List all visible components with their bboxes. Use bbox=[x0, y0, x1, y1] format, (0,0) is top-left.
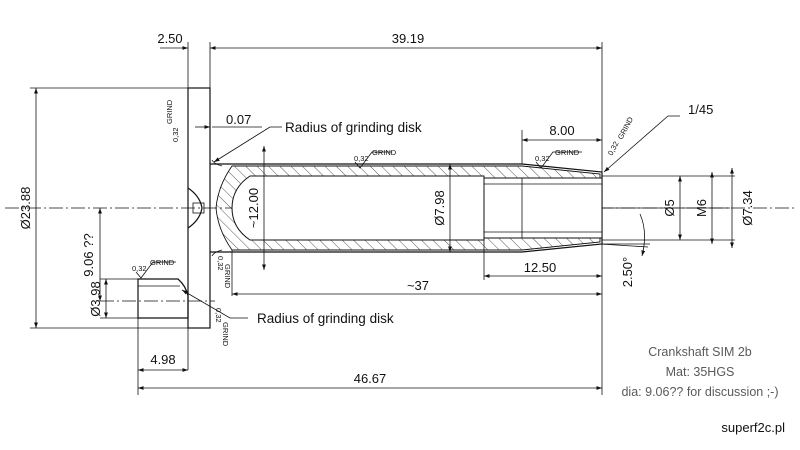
grind-label-boss: GRIND bbox=[150, 258, 175, 267]
dim-bore-depth: ~12.00 bbox=[246, 188, 261, 228]
site-url: superf2c.pl bbox=[721, 420, 785, 435]
dim-pin-length: 39.19 bbox=[392, 31, 425, 46]
lower-boss bbox=[137, 278, 189, 319]
dim-flange-thickness: 2.50 bbox=[157, 31, 182, 46]
material-text: Mat: 35HGS bbox=[666, 365, 735, 379]
dim-offset: 9.06 ?? bbox=[81, 233, 96, 276]
dim-boss-diameter: Ø3.98 bbox=[88, 281, 103, 316]
title-block: Crankshaft SIM 2b Mat: 35HGS dia: 9.06??… bbox=[621, 345, 785, 435]
note-radius-top: Radius of grinding disk bbox=[285, 120, 422, 135]
crankshaft-part bbox=[137, 87, 603, 329]
flange-boss bbox=[187, 187, 203, 229]
flange-web bbox=[187, 87, 211, 329]
dim-gap: 0.07 bbox=[226, 112, 251, 127]
dim-taper-length: 12.50 bbox=[524, 260, 557, 275]
grind-label-chamfer: GRIND bbox=[616, 115, 636, 141]
title-text: Crankshaft SIM 2b bbox=[648, 345, 752, 359]
extension-lines bbox=[30, 42, 735, 395]
grind-label-boss-face: GRIND bbox=[221, 322, 230, 347]
roughness-value-top: 0,32 bbox=[354, 154, 369, 163]
roughness-symbols bbox=[135, 151, 582, 279]
dim-chamfer: 1/45 bbox=[688, 102, 713, 117]
leader-lines bbox=[181, 115, 680, 319]
roughness-symbol-thread bbox=[535, 151, 582, 169]
grind-radius-top bbox=[211, 159, 223, 167]
grind-label-top: GRIND bbox=[372, 148, 397, 157]
roughness-value-boss: 0,32 bbox=[132, 264, 147, 273]
notes: Radius of grinding disk Radius of grindi… bbox=[132, 99, 635, 347]
dim-thread-m6: M6 bbox=[694, 199, 709, 217]
roughness-value-chamfer: 0,32 bbox=[606, 140, 621, 157]
flange-pin-stub bbox=[192, 202, 205, 214]
dim-end-diameter: Ø7.34 bbox=[740, 190, 755, 225]
note-radius-bottom: Radius of grinding disk bbox=[257, 311, 394, 326]
center-lines bbox=[5, 207, 795, 302]
dim-bore-length: ~37 bbox=[407, 278, 429, 293]
inner-bore bbox=[231, 175, 485, 241]
grind-label-flange: GRIND bbox=[165, 99, 174, 124]
roughness-symbol-top bbox=[354, 151, 392, 169]
grind-label-flange-face: GRIND bbox=[223, 264, 232, 289]
roughness-value-flange-face: 0,32 bbox=[216, 256, 225, 271]
dim-total-length: 46.67 bbox=[354, 371, 387, 386]
grind-radius-bottom bbox=[211, 249, 223, 257]
thread-region bbox=[483, 177, 603, 239]
dim-taper-angle: 2.50° bbox=[620, 257, 635, 288]
dimension-texts: 2.50 39.19 0.07 8.00 1/45 Ø23.88 9.06 ??… bbox=[18, 31, 755, 386]
roughness-value-boss-face: 0,32 bbox=[214, 308, 223, 323]
roughness-value-thread: 0,32 bbox=[535, 154, 550, 163]
dimension-lines bbox=[34, 46, 734, 390]
comment-text: dia: 9.06?? for discussion ;-) bbox=[621, 385, 778, 399]
dim-hole-d5: Ø5 bbox=[662, 199, 677, 216]
dim-thread-length: 8.00 bbox=[549, 123, 574, 138]
roughness-value-flange: 0,32 bbox=[171, 127, 180, 142]
dim-flange-diameter: Ø23.88 bbox=[18, 187, 33, 230]
roughness-symbol-boss bbox=[135, 261, 176, 279]
dim-pin-diameter: Ø7.98 bbox=[432, 190, 447, 225]
dim-boss-length: 4.98 bbox=[150, 352, 175, 367]
grind-label-thread: GRIND bbox=[555, 148, 580, 157]
